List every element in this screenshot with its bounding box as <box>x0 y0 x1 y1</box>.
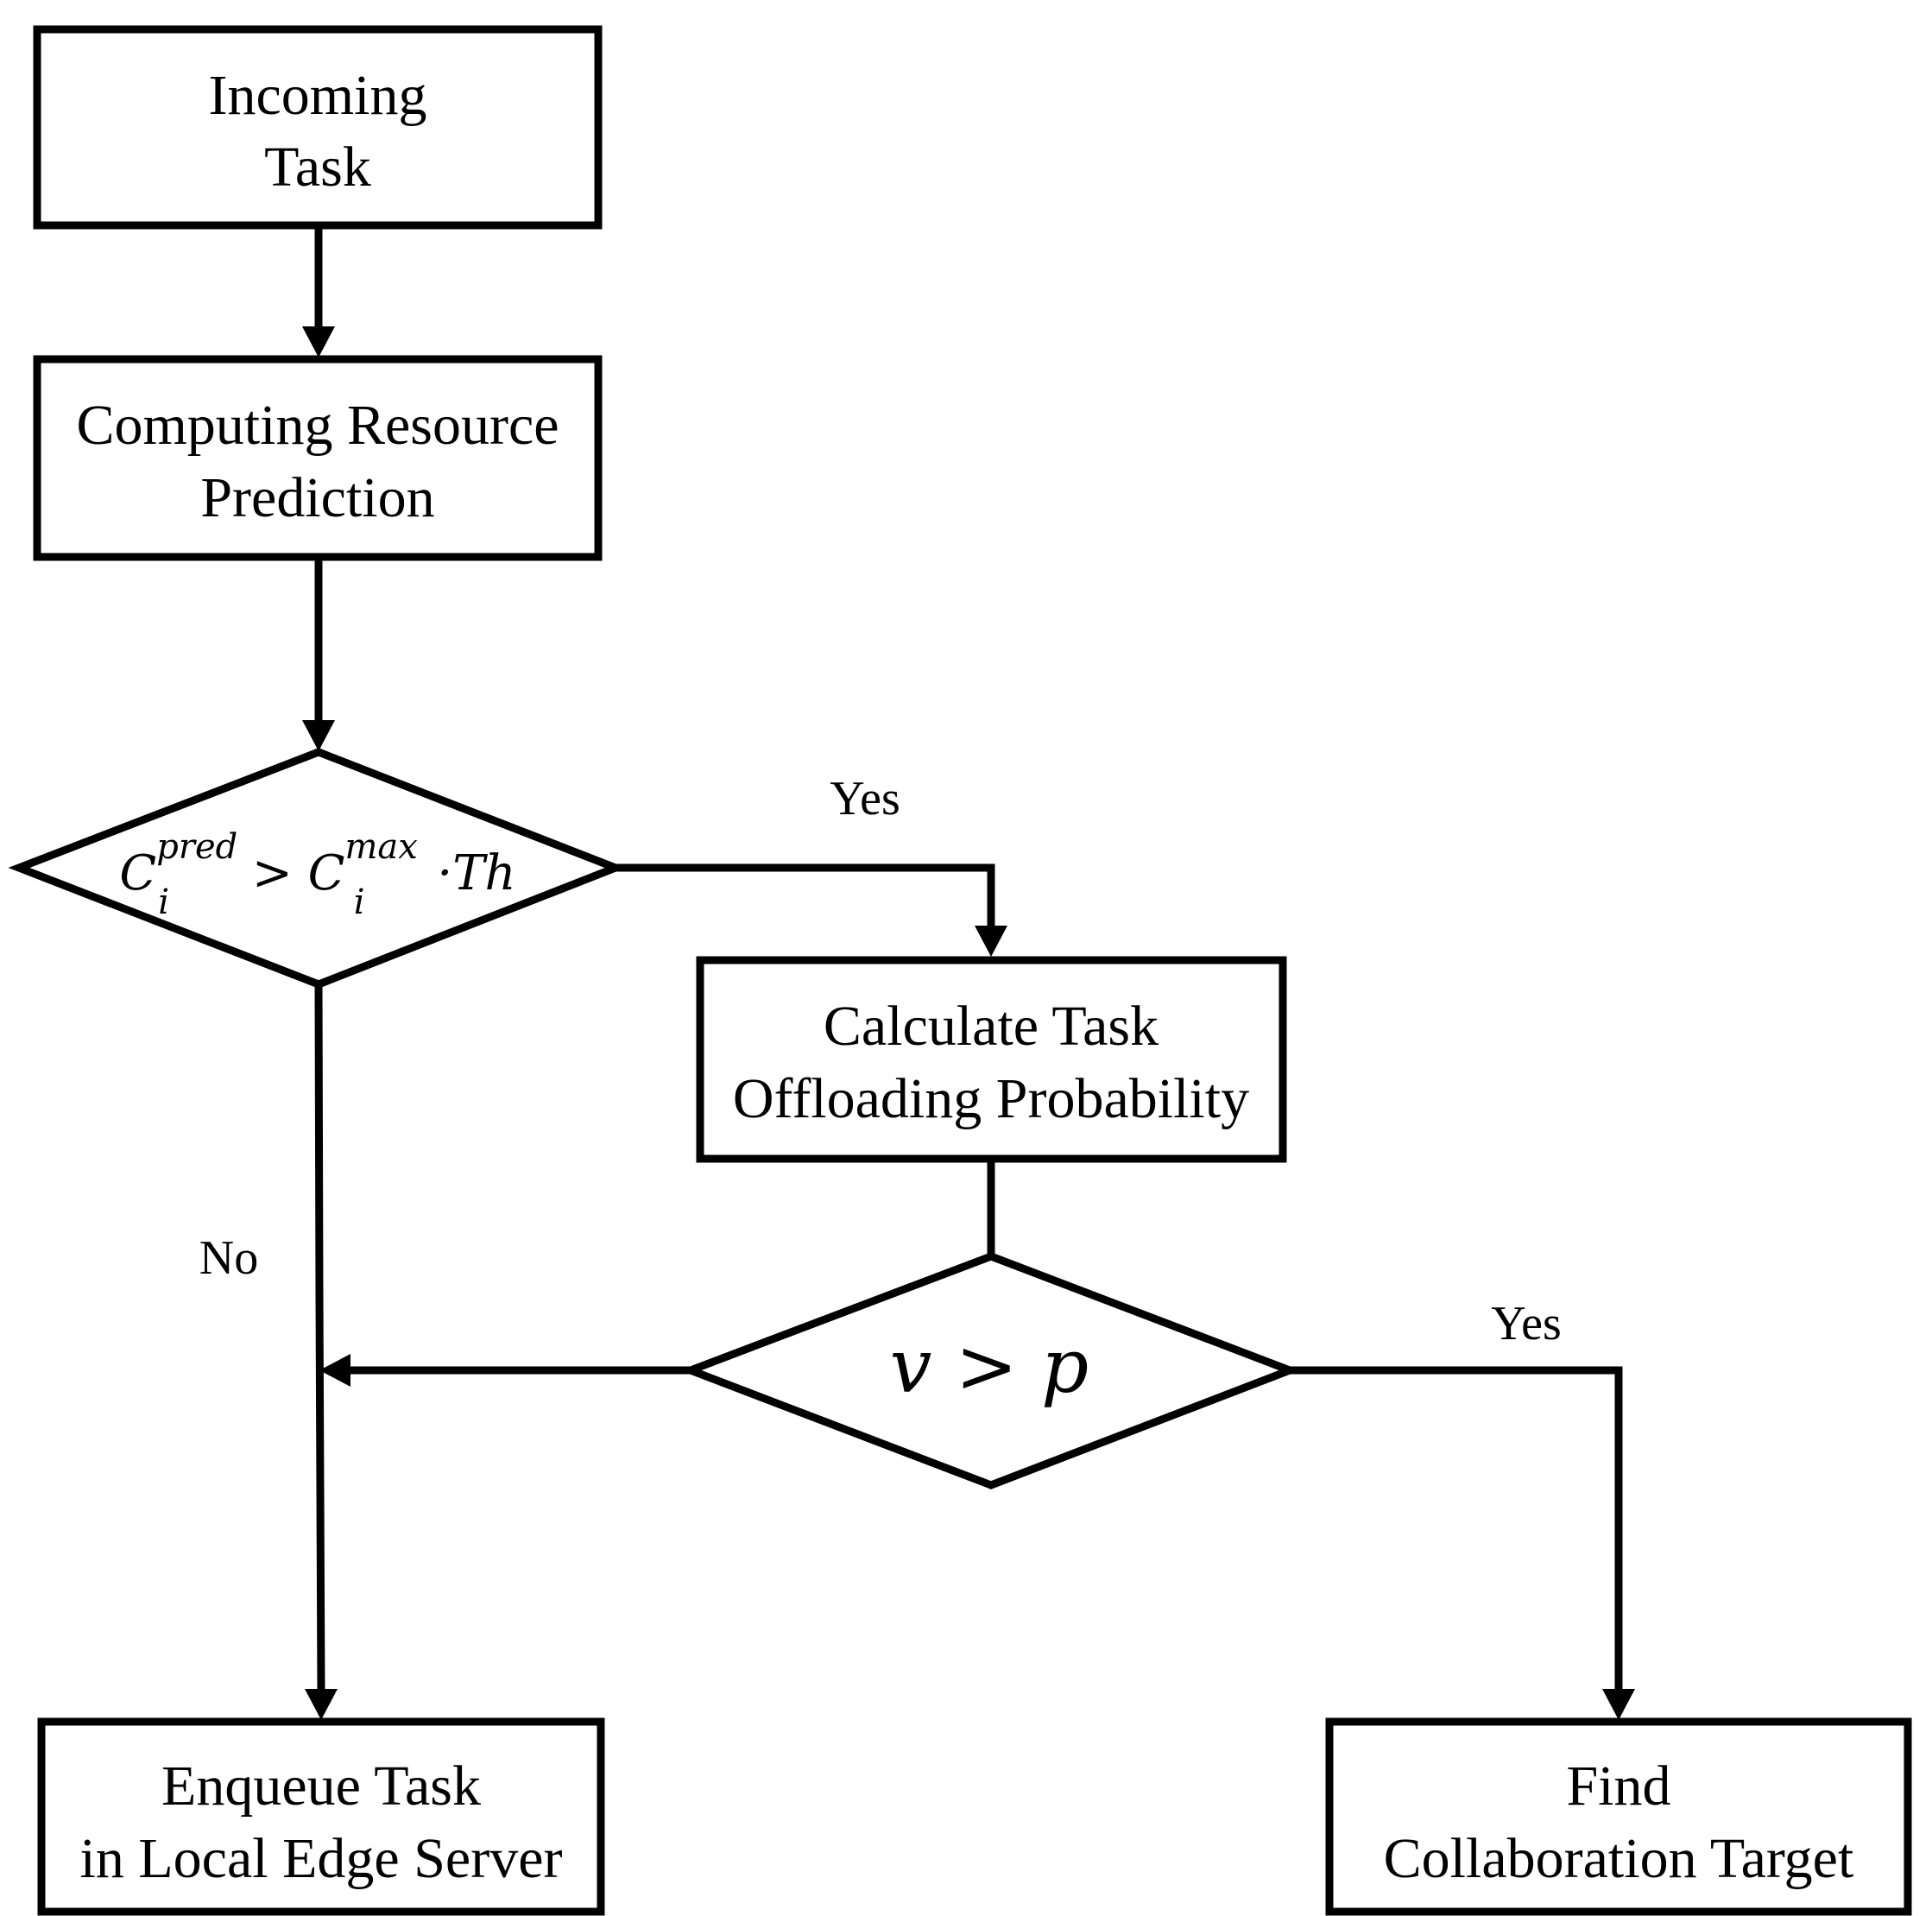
node-offloading-probability: Calculate Task Offloading Probability <box>696 956 1287 1163</box>
node-find-target: Find Collaboration Target <box>1325 1717 1912 1916</box>
node-probability-check: v > p <box>679 1252 1301 1489</box>
arrow-threshold-no-to-enqueue <box>314 983 325 1692</box>
arrowhead-icon <box>302 720 335 751</box>
arrowhead-icon <box>302 326 335 357</box>
node-label: Incoming <box>209 64 427 127</box>
edge-label-no: No <box>199 1231 258 1285</box>
arrowhead-icon <box>305 1689 338 1720</box>
arrow-threshold-yes-to-offloading <box>616 863 995 926</box>
arrowhead-icon <box>975 926 1007 957</box>
edge-label-yes: Yes <box>830 772 900 825</box>
node-label: in Local Edge Server <box>80 1827 563 1890</box>
node-incoming-task: Incoming Task <box>33 25 603 230</box>
arrowhead-icon <box>1602 1689 1635 1720</box>
node-label: Calculate Task <box>824 995 1159 1058</box>
probability-condition: v > p <box>890 1324 1089 1410</box>
edge-label-yes: Yes <box>1491 1297 1561 1350</box>
node-label: Prediction <box>200 466 434 529</box>
node-label: Collaboration Target <box>1384 1827 1854 1890</box>
node-enqueue-local: Enqueue Task in Local Edge Server <box>37 1717 605 1916</box>
connectors <box>302 228 1635 1720</box>
node-label: Enqueue Task <box>161 1755 481 1818</box>
arrow-probability-yes-to-target <box>1290 1366 1623 1691</box>
edge-labels: Yes No Yes <box>199 772 1562 1350</box>
node-label: Task <box>264 136 371 199</box>
node-label: Computing Resource <box>76 394 559 457</box>
node-label: Find <box>1566 1755 1670 1818</box>
arrowhead-icon <box>319 1354 350 1387</box>
node-label: Offloading Probability <box>733 1067 1249 1130</box>
node-resource-prediction: Computing Resource Prediction <box>33 355 603 561</box>
